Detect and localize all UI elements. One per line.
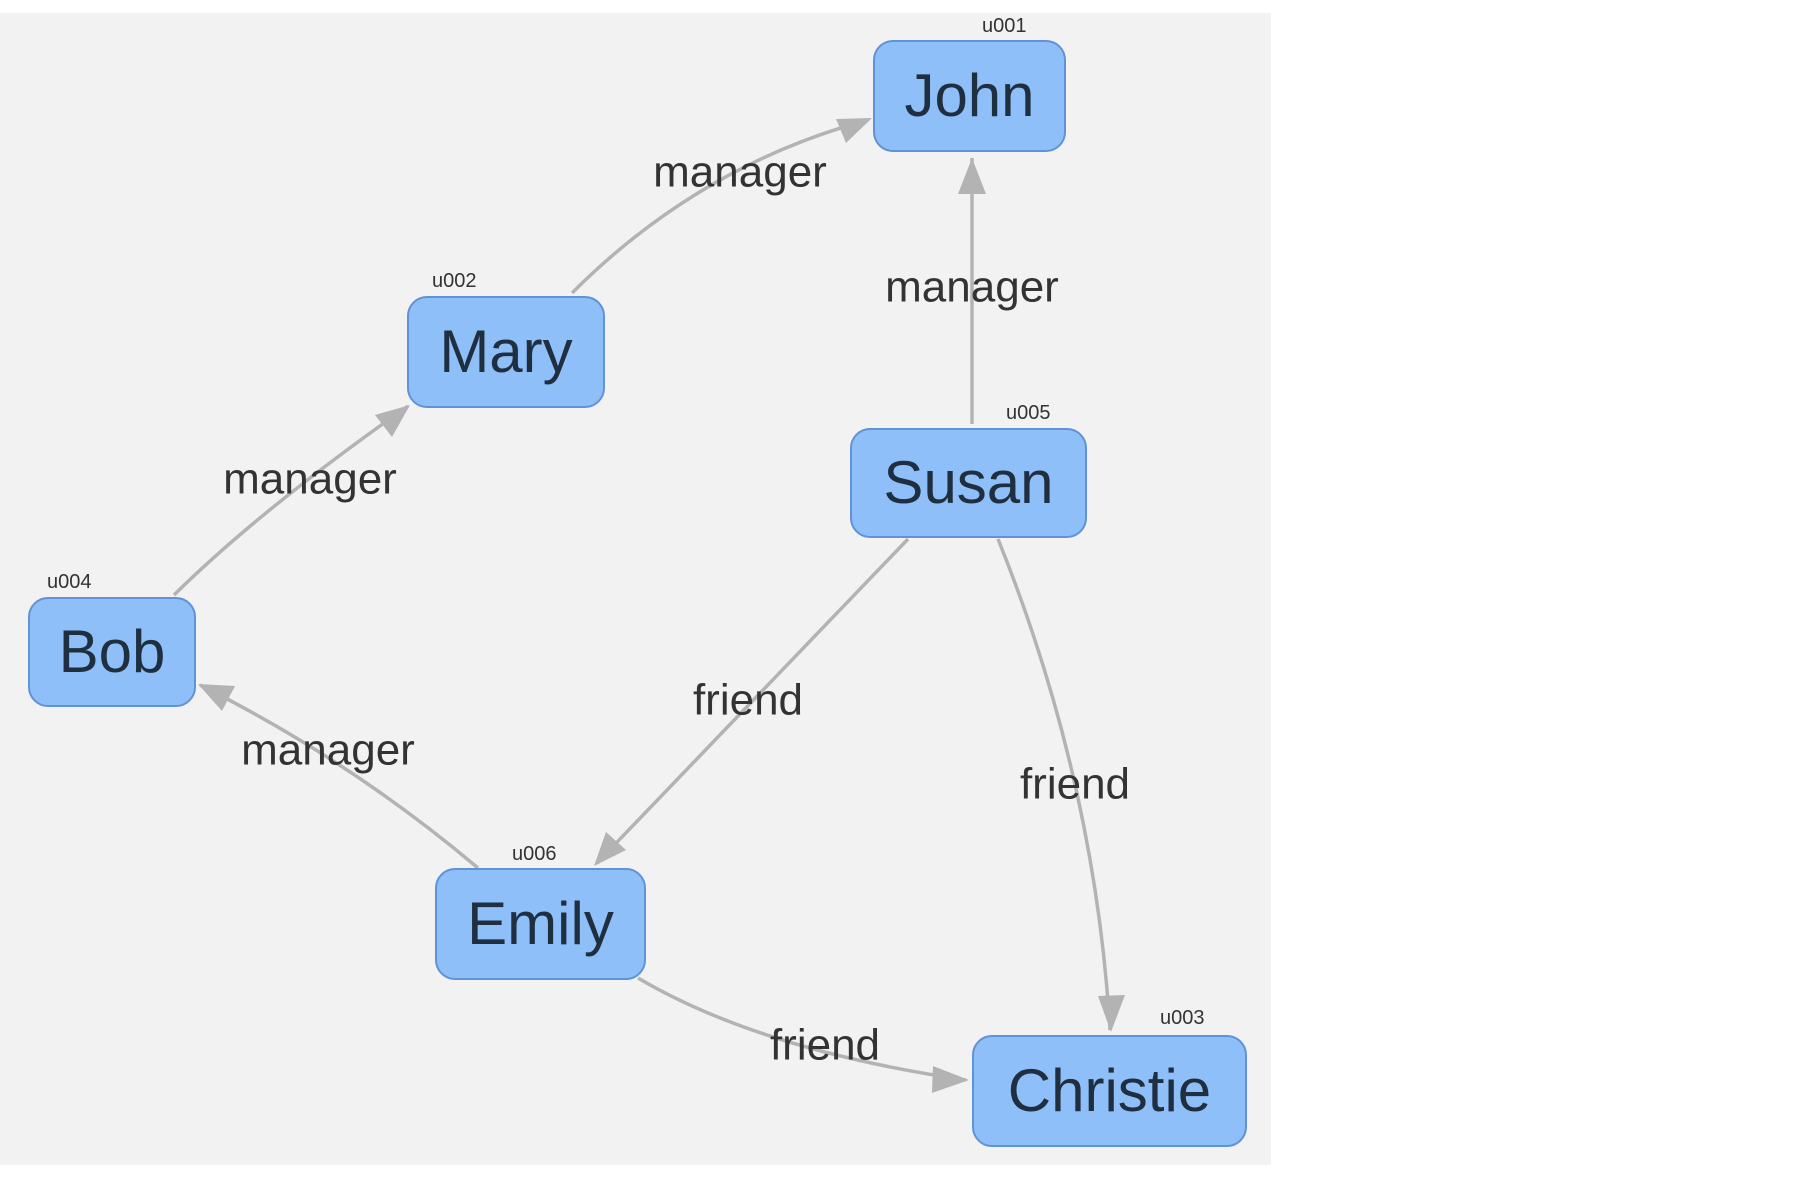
- node-susan-label: Susan: [883, 449, 1054, 516]
- arrowhead-mary-john: [836, 118, 872, 143]
- edge-emily-christie: [637, 976, 967, 1082]
- edge-label-susan-emily: friend: [693, 676, 803, 725]
- node-emily[interactable]: Emily: [435, 868, 646, 980]
- node-christie-id: u003: [1160, 1007, 1205, 1029]
- node-bob-id: u004: [47, 571, 92, 593]
- edge-label-mary-john: manager: [653, 148, 827, 197]
- node-emily-id: u006: [512, 843, 557, 865]
- edge-bob-mary: [172, 404, 410, 597]
- node-john-label: John: [904, 62, 1035, 129]
- edge-label-emily-christie: friend: [770, 1021, 880, 1070]
- node-christie[interactable]: Christie: [972, 1035, 1247, 1147]
- node-john-id: u001: [982, 15, 1027, 37]
- node-susan[interactable]: Susan: [850, 428, 1087, 538]
- edge-label-susan-john: manager: [885, 263, 1059, 312]
- arrowhead-bob-mary: [375, 405, 410, 437]
- node-bob-label: Bob: [58, 618, 166, 685]
- node-john[interactable]: John: [873, 40, 1066, 152]
- arrowhead-susan-john: [958, 158, 986, 194]
- node-susan-id: u005: [1006, 402, 1051, 424]
- node-mary-id: u002: [432, 270, 477, 292]
- node-mary-label: Mary: [439, 318, 573, 385]
- arrowhead-susan-emily: [594, 832, 626, 866]
- node-emily-label: Emily: [467, 890, 614, 957]
- arrowhead-emily-bob: [198, 684, 235, 711]
- edge-susan-emily: [595, 537, 910, 865]
- edge-emily-bob: [199, 683, 480, 870]
- edge-label-emily-bob: manager: [241, 726, 415, 775]
- edge-susan-christie: [996, 538, 1112, 1031]
- node-bob[interactable]: Bob: [28, 597, 196, 707]
- edge-mary-john: [570, 118, 869, 295]
- arrowhead-emily-christie: [932, 1066, 969, 1093]
- edge-label-bob-mary: manager: [223, 455, 397, 504]
- arrowhead-susan-christie: [1098, 995, 1125, 1032]
- node-mary[interactable]: Mary: [407, 296, 605, 408]
- edge-label-susan-christie: friend: [1020, 760, 1130, 809]
- node-christie-label: Christie: [1007, 1057, 1212, 1124]
